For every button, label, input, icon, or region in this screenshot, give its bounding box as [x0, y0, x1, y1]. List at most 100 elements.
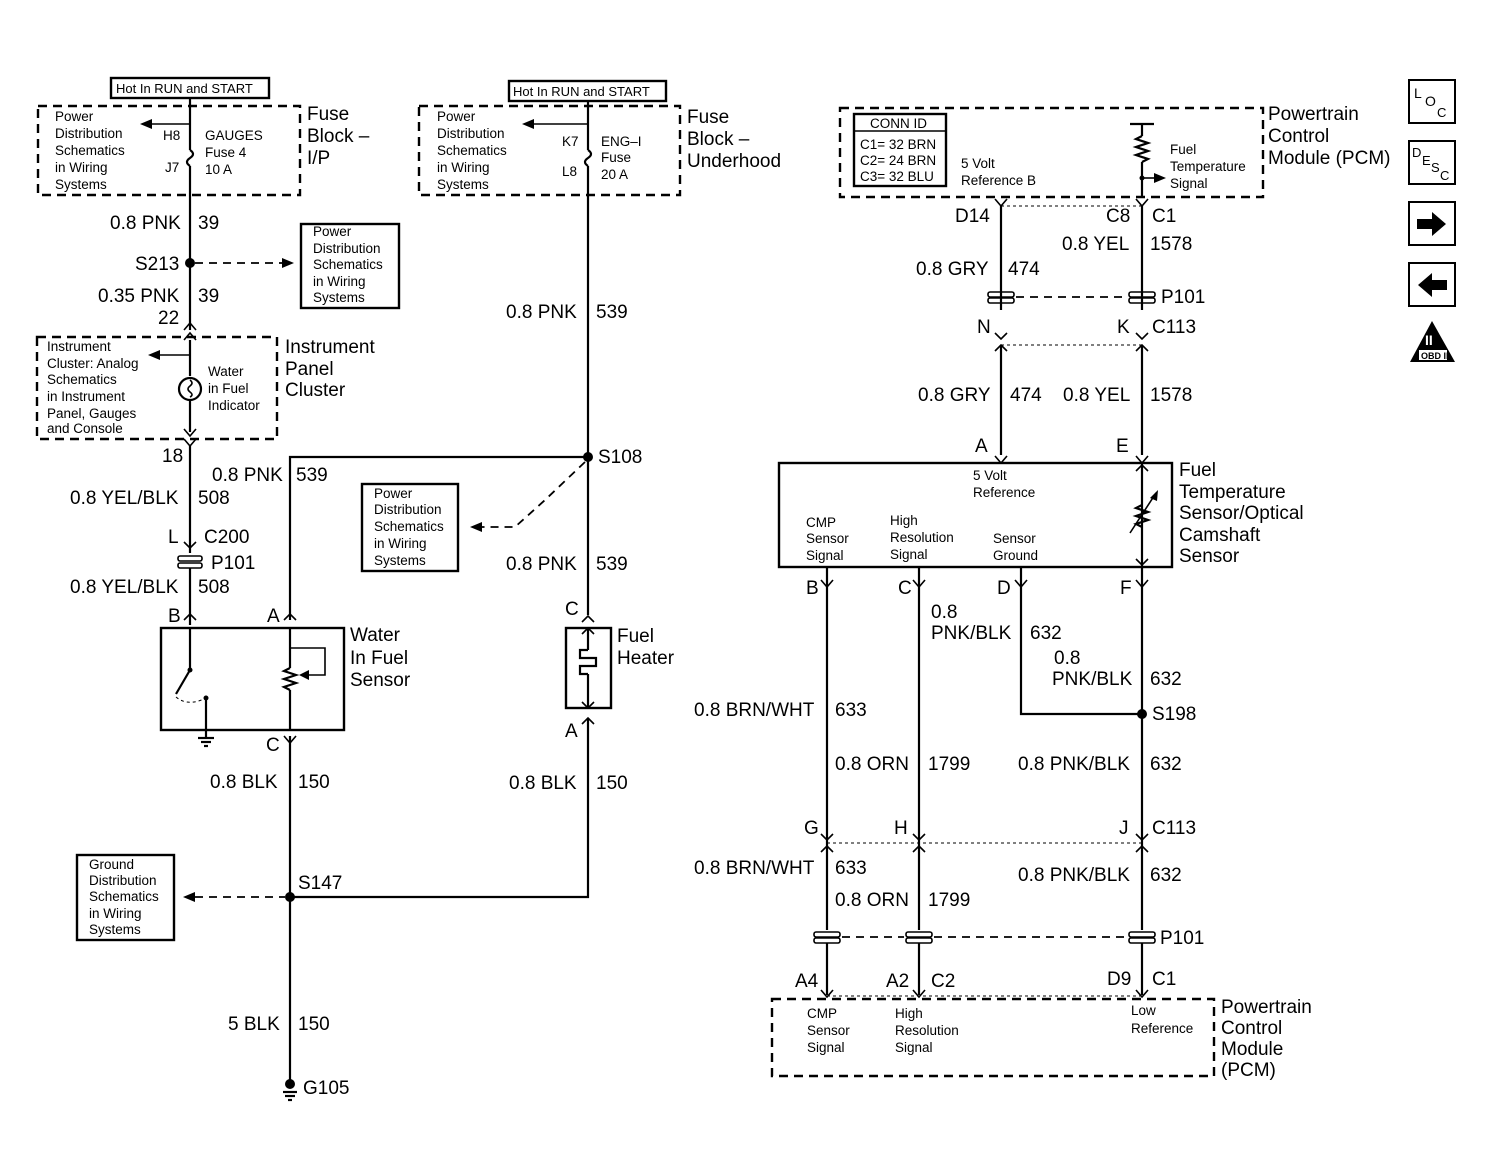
fuse-block-underhood-ref[interactable]: Power Distribution Schematics in Wiring … [437, 109, 507, 192]
svg-text:Panel, Gauges: Panel, Gauges [47, 406, 137, 421]
cluster-ref[interactable]: Instrument Cluster: Analog Schematics in… [47, 339, 139, 436]
svg-text:Low: Low [1131, 1003, 1156, 1018]
svg-text:C113: C113 [1152, 317, 1196, 338]
hot-run-start-label: Hot In RUN and START [116, 81, 253, 96]
svg-text:Fuel: Fuel [617, 626, 654, 647]
svg-text:Distribution: Distribution [374, 502, 442, 517]
connector-p101-top-1 [987, 291, 1015, 298]
svg-text:Temperature: Temperature [1170, 159, 1246, 174]
svg-text:C: C [266, 735, 280, 756]
svg-text:A: A [267, 606, 280, 627]
svg-text:Instrument: Instrument [47, 339, 111, 354]
svg-text:in Wiring: in Wiring [374, 536, 427, 551]
svg-text:C1= 32 BRN: C1= 32 BRN [860, 137, 936, 152]
svg-text:0.8 BRN/WHT: 0.8 BRN/WHT [694, 700, 815, 721]
svg-text:Indicator: Indicator [208, 398, 260, 413]
svg-text:C: C [1440, 168, 1449, 183]
svg-text:L8: L8 [562, 164, 577, 179]
svg-text:Signal: Signal [890, 547, 928, 562]
next-page-button[interactable] [1408, 201, 1456, 246]
svg-text:Power: Power [437, 109, 476, 124]
svg-text:D: D [997, 578, 1011, 599]
svg-text:S147: S147 [298, 873, 342, 894]
svg-text:A: A [565, 721, 578, 742]
svg-text:0.8 YEL/BLK: 0.8 YEL/BLK [70, 488, 179, 509]
svg-text:Underhood: Underhood [687, 151, 781, 172]
conn-id-box [852, 112, 948, 188]
svg-text:0.8 GRY: 0.8 GRY [916, 259, 989, 280]
svg-text:Sensor: Sensor [807, 1023, 850, 1038]
svg-text:C: C [898, 578, 912, 599]
location-button[interactable]: L O C [1408, 79, 1456, 124]
nav-buttons: L O C D E S C II OBD II [1408, 79, 1456, 362]
svg-text:0.8 PNK: 0.8 PNK [506, 554, 577, 575]
svg-text:K7: K7 [562, 134, 579, 149]
svg-text:Distribution: Distribution [55, 126, 123, 141]
connector-p101-top-2 [1128, 291, 1156, 298]
svg-text:0.8 BLK: 0.8 BLK [509, 773, 577, 794]
svg-text:Resolution: Resolution [895, 1023, 959, 1038]
svg-text:C1: C1 [1152, 969, 1176, 990]
svg-text:Ground: Ground [89, 857, 134, 872]
svg-text:Fuel: Fuel [1179, 460, 1216, 481]
svg-text:B: B [168, 606, 181, 627]
connector-p101 [177, 555, 203, 562]
svg-text:Fuse: Fuse [307, 104, 349, 125]
svg-text:S108: S108 [598, 447, 642, 468]
svg-text:Schematics: Schematics [55, 143, 125, 158]
svg-text:508: 508 [198, 577, 230, 598]
svg-text:P101: P101 [1161, 287, 1205, 308]
svg-text:632: 632 [1030, 623, 1062, 644]
svg-text:PNK/BLK: PNK/BLK [1052, 669, 1133, 690]
svg-text:632: 632 [1150, 865, 1182, 886]
svg-text:Reference: Reference [1131, 1021, 1193, 1036]
svg-text:Fuse 4: Fuse 4 [205, 145, 247, 160]
svg-text:Heater: Heater [617, 648, 675, 669]
svg-text:150: 150 [298, 1014, 330, 1035]
svg-text:0.8 YEL/BLK: 0.8 YEL/BLK [70, 577, 179, 598]
obd-ii-button[interactable]: II OBD II [1410, 321, 1455, 362]
svg-text:II: II [1425, 332, 1433, 348]
svg-text:539: 539 [596, 302, 628, 323]
svg-text:Temperature: Temperature [1179, 482, 1286, 503]
svg-text:S: S [1431, 160, 1440, 175]
svg-text:F: F [1120, 578, 1132, 599]
fuse-block-ip [36, 104, 302, 197]
connector-p101-bottom-2 [905, 931, 933, 938]
svg-text:in Wiring: in Wiring [55, 160, 108, 175]
arrow-right-icon [1417, 212, 1446, 236]
svg-text:Power: Power [374, 486, 413, 501]
svg-text:0.35 PNK: 0.35 PNK [98, 286, 180, 307]
svg-text:632: 632 [1150, 669, 1182, 690]
svg-text:0.8 YEL: 0.8 YEL [1063, 385, 1130, 406]
svg-text:S213: S213 [135, 254, 179, 275]
ref-box-power-dist-1[interactable] [299, 222, 401, 310]
svg-text:Systems: Systems [313, 290, 365, 305]
ref-box-ground-dist[interactable] [75, 853, 176, 942]
svg-text:Schematics: Schematics [313, 257, 383, 272]
svg-text:CMP: CMP [806, 515, 836, 530]
svg-text:Distribution: Distribution [313, 241, 381, 256]
svg-text:D14: D14 [955, 206, 990, 227]
fuse-icon [185, 149, 195, 167]
svg-text:OBD II: OBD II [1421, 351, 1449, 361]
svg-text:in Wiring: in Wiring [89, 906, 142, 921]
svg-text:Distribution: Distribution [437, 126, 505, 141]
svg-text:Control: Control [1268, 126, 1329, 147]
svg-text:Instrument: Instrument [285, 337, 375, 358]
svg-text:0.8: 0.8 [931, 602, 957, 623]
ref-box-power-dist-2[interactable] [360, 482, 460, 573]
svg-text:Fuse: Fuse [687, 107, 729, 128]
previous-page-button[interactable] [1408, 262, 1456, 307]
svg-text:B: B [806, 578, 819, 599]
description-button[interactable]: D E S C [1408, 140, 1456, 185]
svg-text:Sensor: Sensor [806, 531, 849, 546]
svg-text:Reference: Reference [973, 485, 1035, 500]
svg-text:Schematics: Schematics [47, 372, 117, 387]
svg-text:O: O [1425, 93, 1436, 109]
svg-text:H: H [894, 818, 908, 839]
splice-s213 [185, 258, 195, 268]
fuse-block-ip-ref[interactable]: Power Distribution Schematics in Wiring … [55, 109, 125, 192]
svg-text:Camshaft: Camshaft [1179, 525, 1261, 546]
